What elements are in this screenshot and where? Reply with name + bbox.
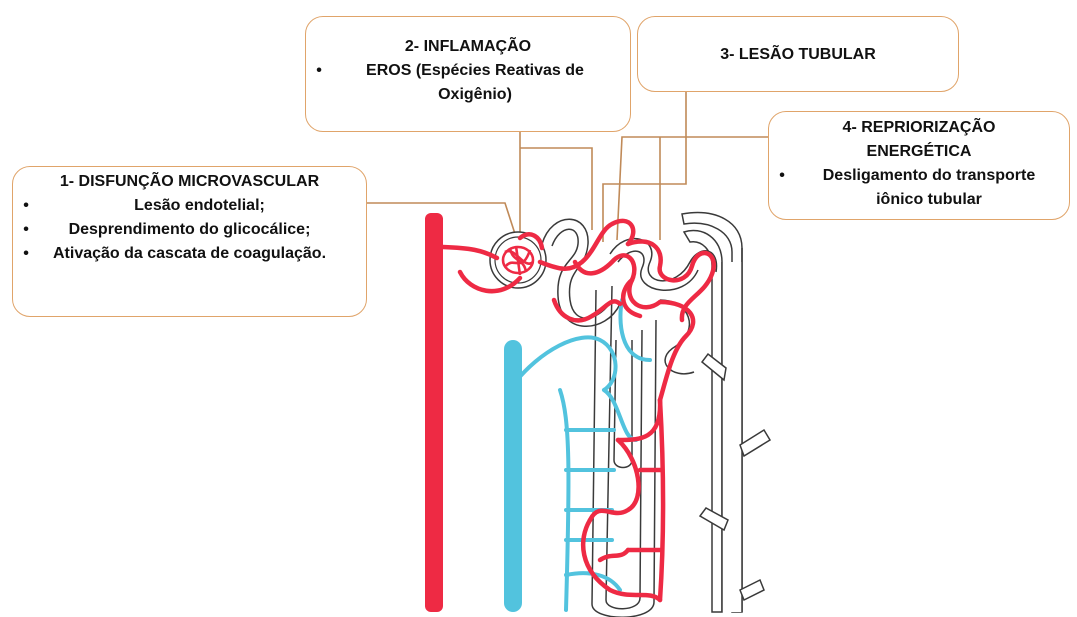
callout-energetic-reprioritization: 4- REPRIORIZAÇÃO ENERGÉTICA Desligamento… <box>768 111 1070 220</box>
list-item: Lesão endotelial; <box>13 194 366 218</box>
list-item: EROS (Espécies Reativas de Oxigênio) <box>306 59 630 107</box>
callout-tubular-injury: 3- LESÃO TUBULAR <box>637 16 959 92</box>
callout-microvascular-list: Lesão endotelial; Desprendimento do glic… <box>13 194 366 266</box>
artery-trunk <box>425 213 443 612</box>
connector-inflammation-2 <box>520 148 592 230</box>
callout-inflammation: 2- INFLAMAÇÃO EROS (Espécies Reativas de… <box>305 16 631 132</box>
callout-inflammation-list: EROS (Espécies Reativas de Oxigênio) <box>306 59 630 107</box>
callout-tubular-title: 3- LESÃO TUBULAR <box>638 43 958 67</box>
list-item: Ativação da cascata de coagulação. <box>13 242 366 266</box>
callout-energetic-title: 4- REPRIORIZAÇÃO ENERGÉTICA <box>769 116 1069 164</box>
connector-energetic-a <box>617 137 768 240</box>
vein-trunk <box>504 340 522 612</box>
list-item: Desligamento do transporte iônico tubula… <box>769 164 1069 212</box>
callout-energetic-list: Desligamento do transporte iônico tubula… <box>769 164 1069 212</box>
collecting-duct <box>682 213 770 612</box>
callout-microvascular-title: 1- DISFUNÇÃO MICROVASCULAR <box>13 170 366 194</box>
callout-inflammation-title: 2- INFLAMAÇÃO <box>306 35 630 59</box>
callout-microvascular-dysfunction: 1- DISFUNÇÃO MICROVASCULAR Lesão endotel… <box>12 166 367 317</box>
list-item: Desprendimento do glicocálice; <box>13 218 366 242</box>
arteries <box>443 221 714 600</box>
